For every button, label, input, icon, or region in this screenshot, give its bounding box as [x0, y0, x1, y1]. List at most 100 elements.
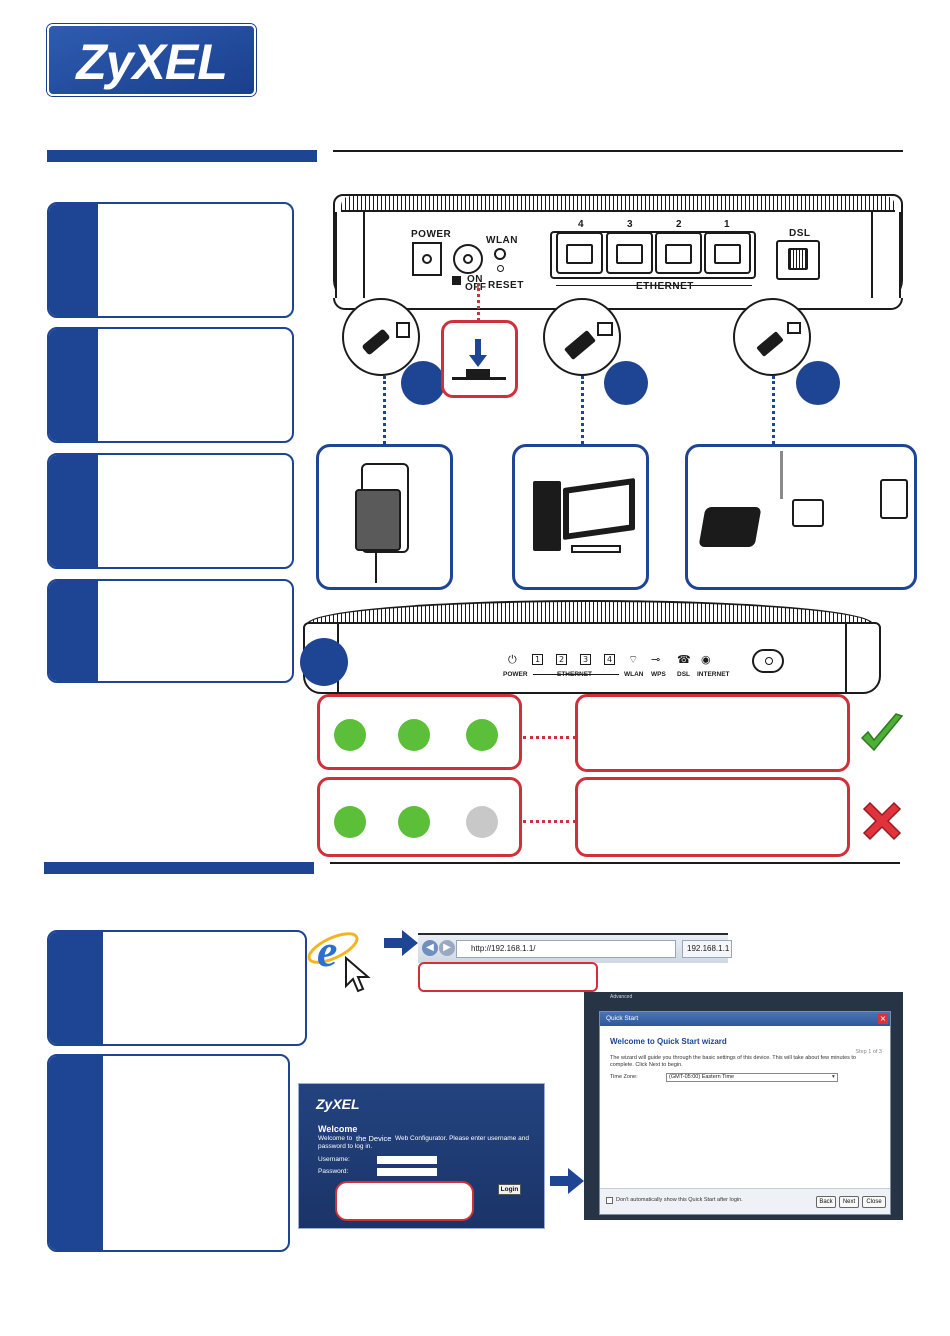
- splitter: [792, 499, 824, 527]
- step-box-4: [47, 579, 294, 683]
- router-base: [333, 298, 903, 310]
- led-bad-2: [398, 806, 430, 838]
- url-input[interactable]: http://192.168.1.1/: [456, 940, 676, 958]
- section-2-rule: [330, 862, 900, 864]
- good-connector: [523, 736, 576, 739]
- close-button[interactable]: Close: [862, 1196, 886, 1208]
- ethernet-port-4: [556, 232, 603, 274]
- eth-num-4: 4: [578, 219, 585, 230]
- wizard-heading: Welcome to Quick Start wizard: [610, 1037, 727, 1046]
- wlan-label: WLAN: [486, 235, 518, 246]
- router-front-grille: [307, 600, 873, 624]
- phone-splitter-box: [685, 444, 917, 590]
- eth1-led-icon: 1: [532, 654, 543, 665]
- mouse-cursor-icon: [344, 955, 372, 994]
- forward-icon[interactable]: ▶: [439, 940, 455, 956]
- wlan-led-icon: ⌔: [628, 653, 639, 666]
- time-zone-select[interactable]: (GMT-05:00) Eastern Time: [666, 1073, 838, 1082]
- pc-monitor: [563, 477, 635, 541]
- power-adapter: [355, 489, 401, 551]
- password-label: Password:: [318, 1168, 349, 1175]
- number-dot-2: [604, 361, 648, 405]
- switch-press-callout: [441, 320, 518, 398]
- power-label: POWER: [411, 229, 452, 240]
- time-zone-label: Time Zone:: [610, 1074, 638, 1080]
- eth-num-2: 2: [676, 219, 683, 230]
- zoom-ethernet-plug: [543, 298, 621, 376]
- eth2-led-icon: 2: [556, 654, 567, 665]
- back-button[interactable]: Back: [816, 1196, 836, 1208]
- dsl-label: DSL: [789, 228, 811, 239]
- browser-tab[interactable]: 192.168.1.1: [682, 940, 732, 958]
- zoom-dsl-plug: [733, 298, 811, 376]
- wizard-step: Step 1 of 3: [855, 1049, 882, 1055]
- off-label: OFF: [465, 282, 487, 293]
- zoom-power-plug: [342, 298, 420, 376]
- telephone: [698, 507, 762, 547]
- led-bad-description-box: [575, 777, 850, 857]
- led-bad-3: [466, 806, 498, 838]
- section-1-rule: [333, 150, 903, 152]
- router-top-grille: [341, 196, 895, 212]
- connector-2: [581, 376, 584, 444]
- led-good-1: [334, 719, 366, 751]
- connector-3: [772, 376, 775, 444]
- on-off-indicator: [452, 276, 461, 285]
- dont-show-checkbox[interactable]: [606, 1197, 613, 1204]
- login-button[interactable]: Login: [498, 1184, 521, 1195]
- check-mark-icon: [858, 710, 906, 758]
- number-dot-1: [401, 361, 445, 405]
- switch-link-line: [477, 283, 480, 321]
- eth3-led-icon: 3: [580, 654, 591, 665]
- quick-start-dialog: Quick Start × Welcome to Quick Start wiz…: [599, 1011, 891, 1215]
- power-adapter-box: [316, 444, 453, 590]
- led-status-good-box: [317, 694, 522, 770]
- power-led-label: POWER: [503, 671, 528, 678]
- internet-explorer-icon: e: [305, 922, 365, 982]
- chevron-down-icon: ▾: [832, 1074, 835, 1080]
- password-input[interactable]: [377, 1168, 437, 1176]
- step-box-1: [47, 202, 294, 318]
- dont-show-label: Don't automatically show this Quick Star…: [616, 1197, 743, 1203]
- close-icon[interactable]: ×: [878, 1014, 888, 1024]
- step-box-5: [47, 930, 307, 1046]
- advanced-label: Advanced: [610, 994, 633, 1000]
- ethernet-port-group: [550, 231, 756, 279]
- led-good-2: [398, 719, 430, 751]
- wps-button: [752, 649, 784, 673]
- dsl-port: [776, 240, 820, 280]
- dsl-led-label: DSL: [677, 671, 690, 678]
- ethernet-port-1: [704, 232, 751, 274]
- led-bad-1: [334, 806, 366, 838]
- section-1-bar: [47, 150, 317, 162]
- welcome-text-b: the Device: [356, 1134, 392, 1143]
- ethernet-bracket: [556, 285, 752, 286]
- browser-address-bar: ◀ ▶ http://192.168.1.1/ 192.168.1.1: [418, 933, 732, 963]
- number-dot-3: [796, 361, 840, 405]
- next-button[interactable]: Next: [839, 1196, 859, 1208]
- router-rear-panel: [333, 194, 903, 310]
- wall-jack: [880, 479, 908, 519]
- quick-start-titlebar: Quick Start: [600, 1012, 890, 1026]
- power-jack: [412, 242, 442, 276]
- power-led-icon: ⏻: [508, 653, 517, 666]
- connector-1: [383, 376, 386, 444]
- ethernet-port-3: [606, 232, 653, 274]
- wizard-footer: Don't automatically show this Quick Star…: [600, 1188, 890, 1214]
- ethernet-port-2: [655, 232, 702, 274]
- welcome-text-c: Web Configurator. Please enter username …: [395, 1135, 529, 1142]
- arrow-to-wizard-icon: [550, 1168, 584, 1194]
- led-good-description-box: [575, 694, 850, 772]
- wlan-button: [494, 248, 506, 260]
- computer-box: [512, 444, 649, 590]
- back-icon[interactable]: ◀: [422, 940, 438, 956]
- on-label: ON: [467, 274, 483, 285]
- ethernet-label: ETHERNET: [636, 281, 694, 292]
- number-dot-4: [300, 638, 348, 686]
- arrow-to-browser-icon: [384, 930, 418, 956]
- wlan-led-label: WLAN: [624, 671, 644, 678]
- step-box-3: [47, 453, 294, 569]
- step-box-6: [47, 1054, 290, 1252]
- section-2-bar: [44, 862, 314, 874]
- username-input[interactable]: [377, 1156, 437, 1164]
